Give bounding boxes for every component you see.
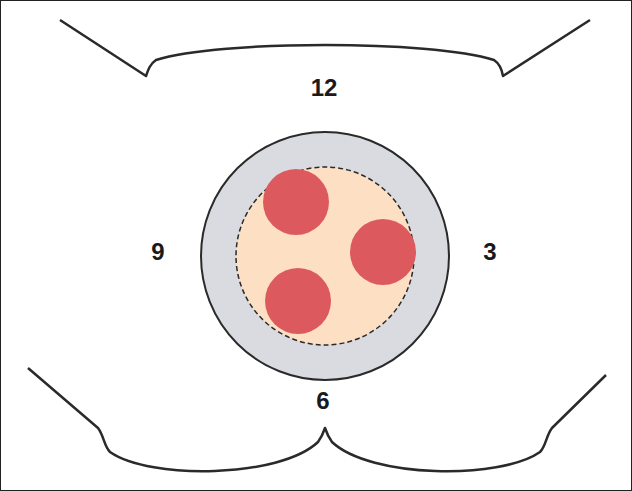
hemorrhoid-cushion bbox=[350, 219, 416, 285]
buttock-outline-top bbox=[60, 20, 590, 76]
buttock-outline-bottom bbox=[28, 368, 606, 471]
clock-position-label: 9 bbox=[151, 240, 164, 264]
anal-sphincter-ring bbox=[201, 132, 449, 380]
hemorrhoid-cushion bbox=[265, 268, 331, 334]
clock-position-label: 3 bbox=[483, 240, 496, 264]
clock-position-label: 6 bbox=[316, 389, 329, 413]
hemorrhoid-cushion bbox=[263, 169, 329, 235]
clock-position-label: 12 bbox=[311, 76, 338, 100]
